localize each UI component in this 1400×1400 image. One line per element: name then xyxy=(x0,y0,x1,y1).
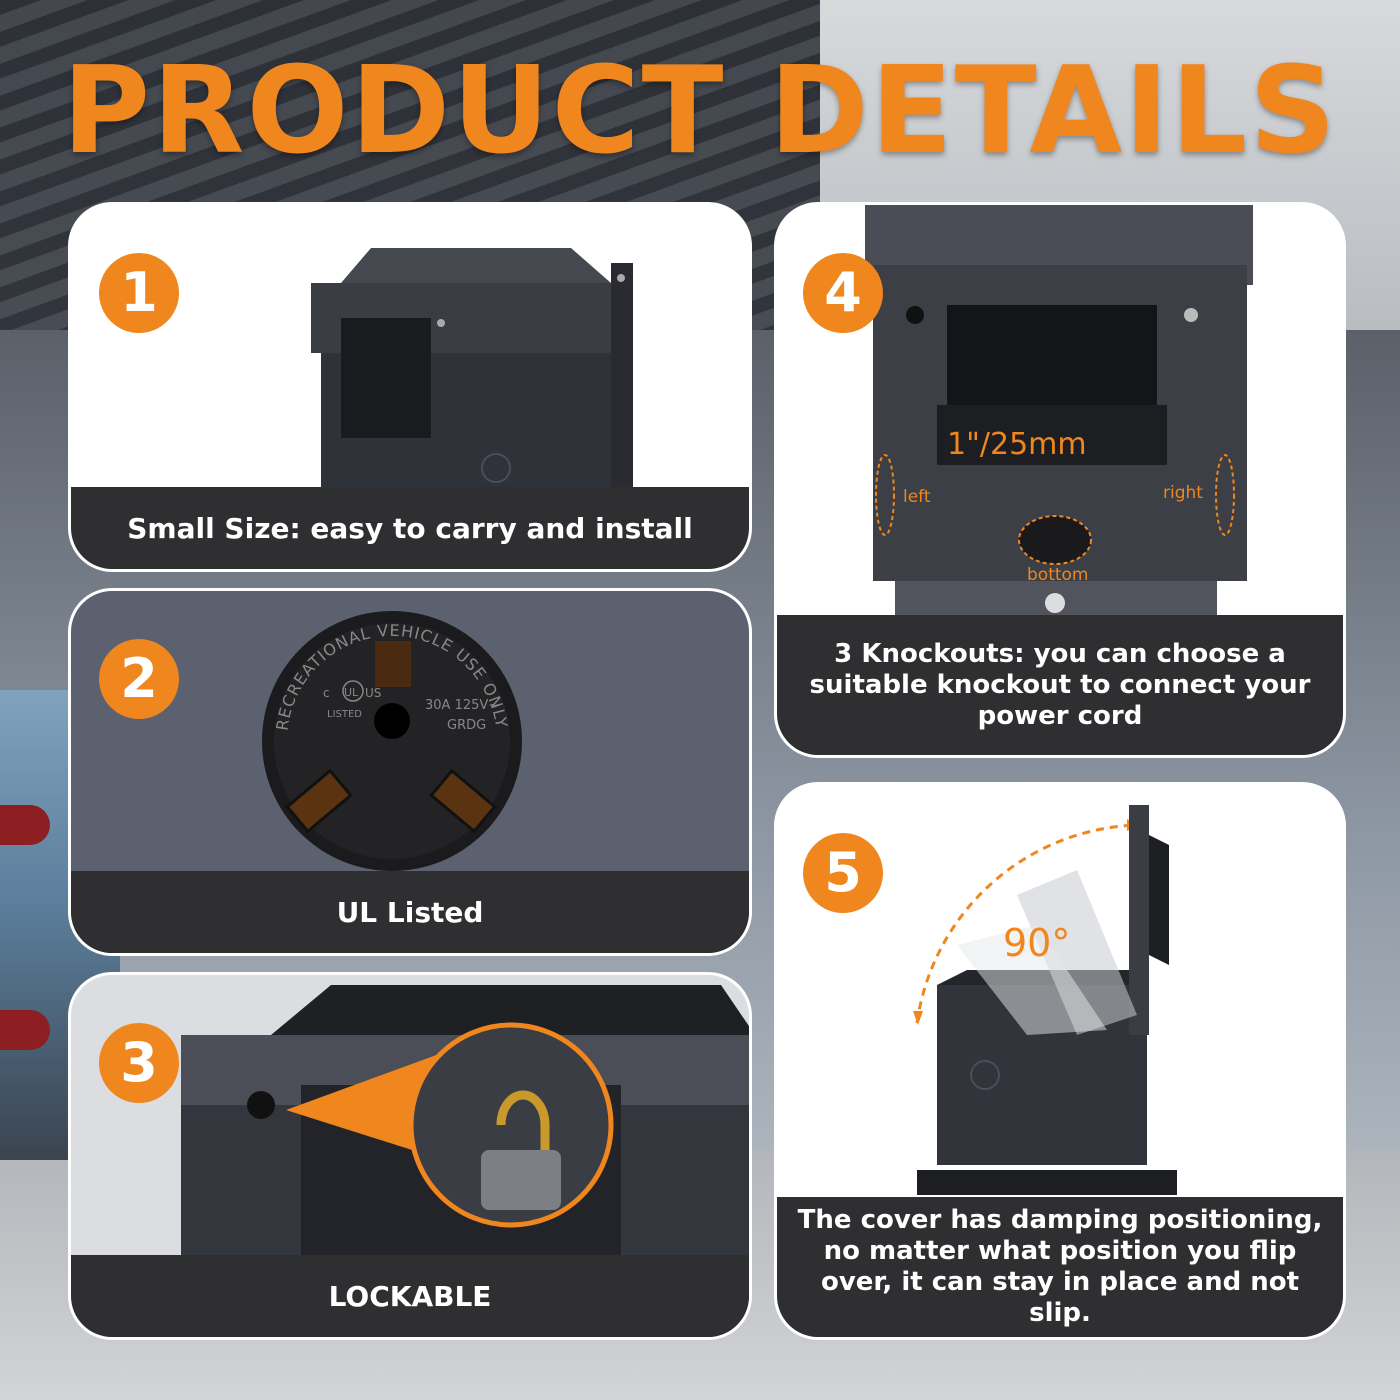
page-title: PRODUCT DETAILS xyxy=(62,42,1338,181)
feature-card-small-size: 1 Small Size: easy to carry and install xyxy=(68,202,752,572)
feature-caption: 3 Knockouts: you can choose a suitable k… xyxy=(777,615,1343,755)
feature-card-knockouts: 1"/25mm left right bottom 4 3 Knockouts:… xyxy=(774,202,1346,758)
outlet-listed: LISTED xyxy=(327,709,362,720)
outlet-mark-us: US xyxy=(365,686,381,700)
knockout-left-label: left xyxy=(903,487,931,507)
outlet-rating: 30A 125V~ xyxy=(425,698,499,713)
step-badge: 3 xyxy=(99,1023,179,1103)
outlet-mark-c: c xyxy=(323,686,330,700)
knockout-bottom-label: bottom xyxy=(1027,565,1089,585)
step-badge: 1 xyxy=(99,253,179,333)
feature-card-ul-listed: 2 RECREATIONAL VEHICLE USE ONLY c UL US … xyxy=(68,588,752,956)
step-badge: 5 xyxy=(803,833,883,913)
feature-caption: UL Listed xyxy=(71,871,749,953)
feature-card-damping-cover: 90° 5 The cover has damping positioning,… xyxy=(774,782,1346,1340)
feature-caption: LOCKABLE xyxy=(71,1255,749,1337)
knockout-dimension: 1"/25mm xyxy=(947,427,1087,462)
car-taillight xyxy=(0,805,50,845)
feature-card-lockable: 3 LOCKABLE xyxy=(68,972,752,1340)
power-box-image xyxy=(311,248,641,508)
power-box-open-cover-image xyxy=(913,805,1177,1195)
outlet-receptacle-image: RECREATIONAL VEHICLE USE ONLY c UL US LI… xyxy=(262,611,522,871)
power-box-bottom-view-image xyxy=(865,205,1253,617)
step-badge: 2 xyxy=(99,639,179,719)
step-badge: 4 xyxy=(803,253,883,333)
feature-caption: Small Size: easy to carry and install xyxy=(71,487,749,569)
feature-caption: The cover has damping positioning, no ma… xyxy=(777,1197,1343,1337)
knockout-right-label: right xyxy=(1163,483,1203,503)
car-taillight xyxy=(0,1010,50,1050)
outlet-grdg: GRDG xyxy=(447,718,486,733)
outlet-mark: UL xyxy=(344,686,359,699)
angle-label: 90° xyxy=(1003,921,1071,965)
